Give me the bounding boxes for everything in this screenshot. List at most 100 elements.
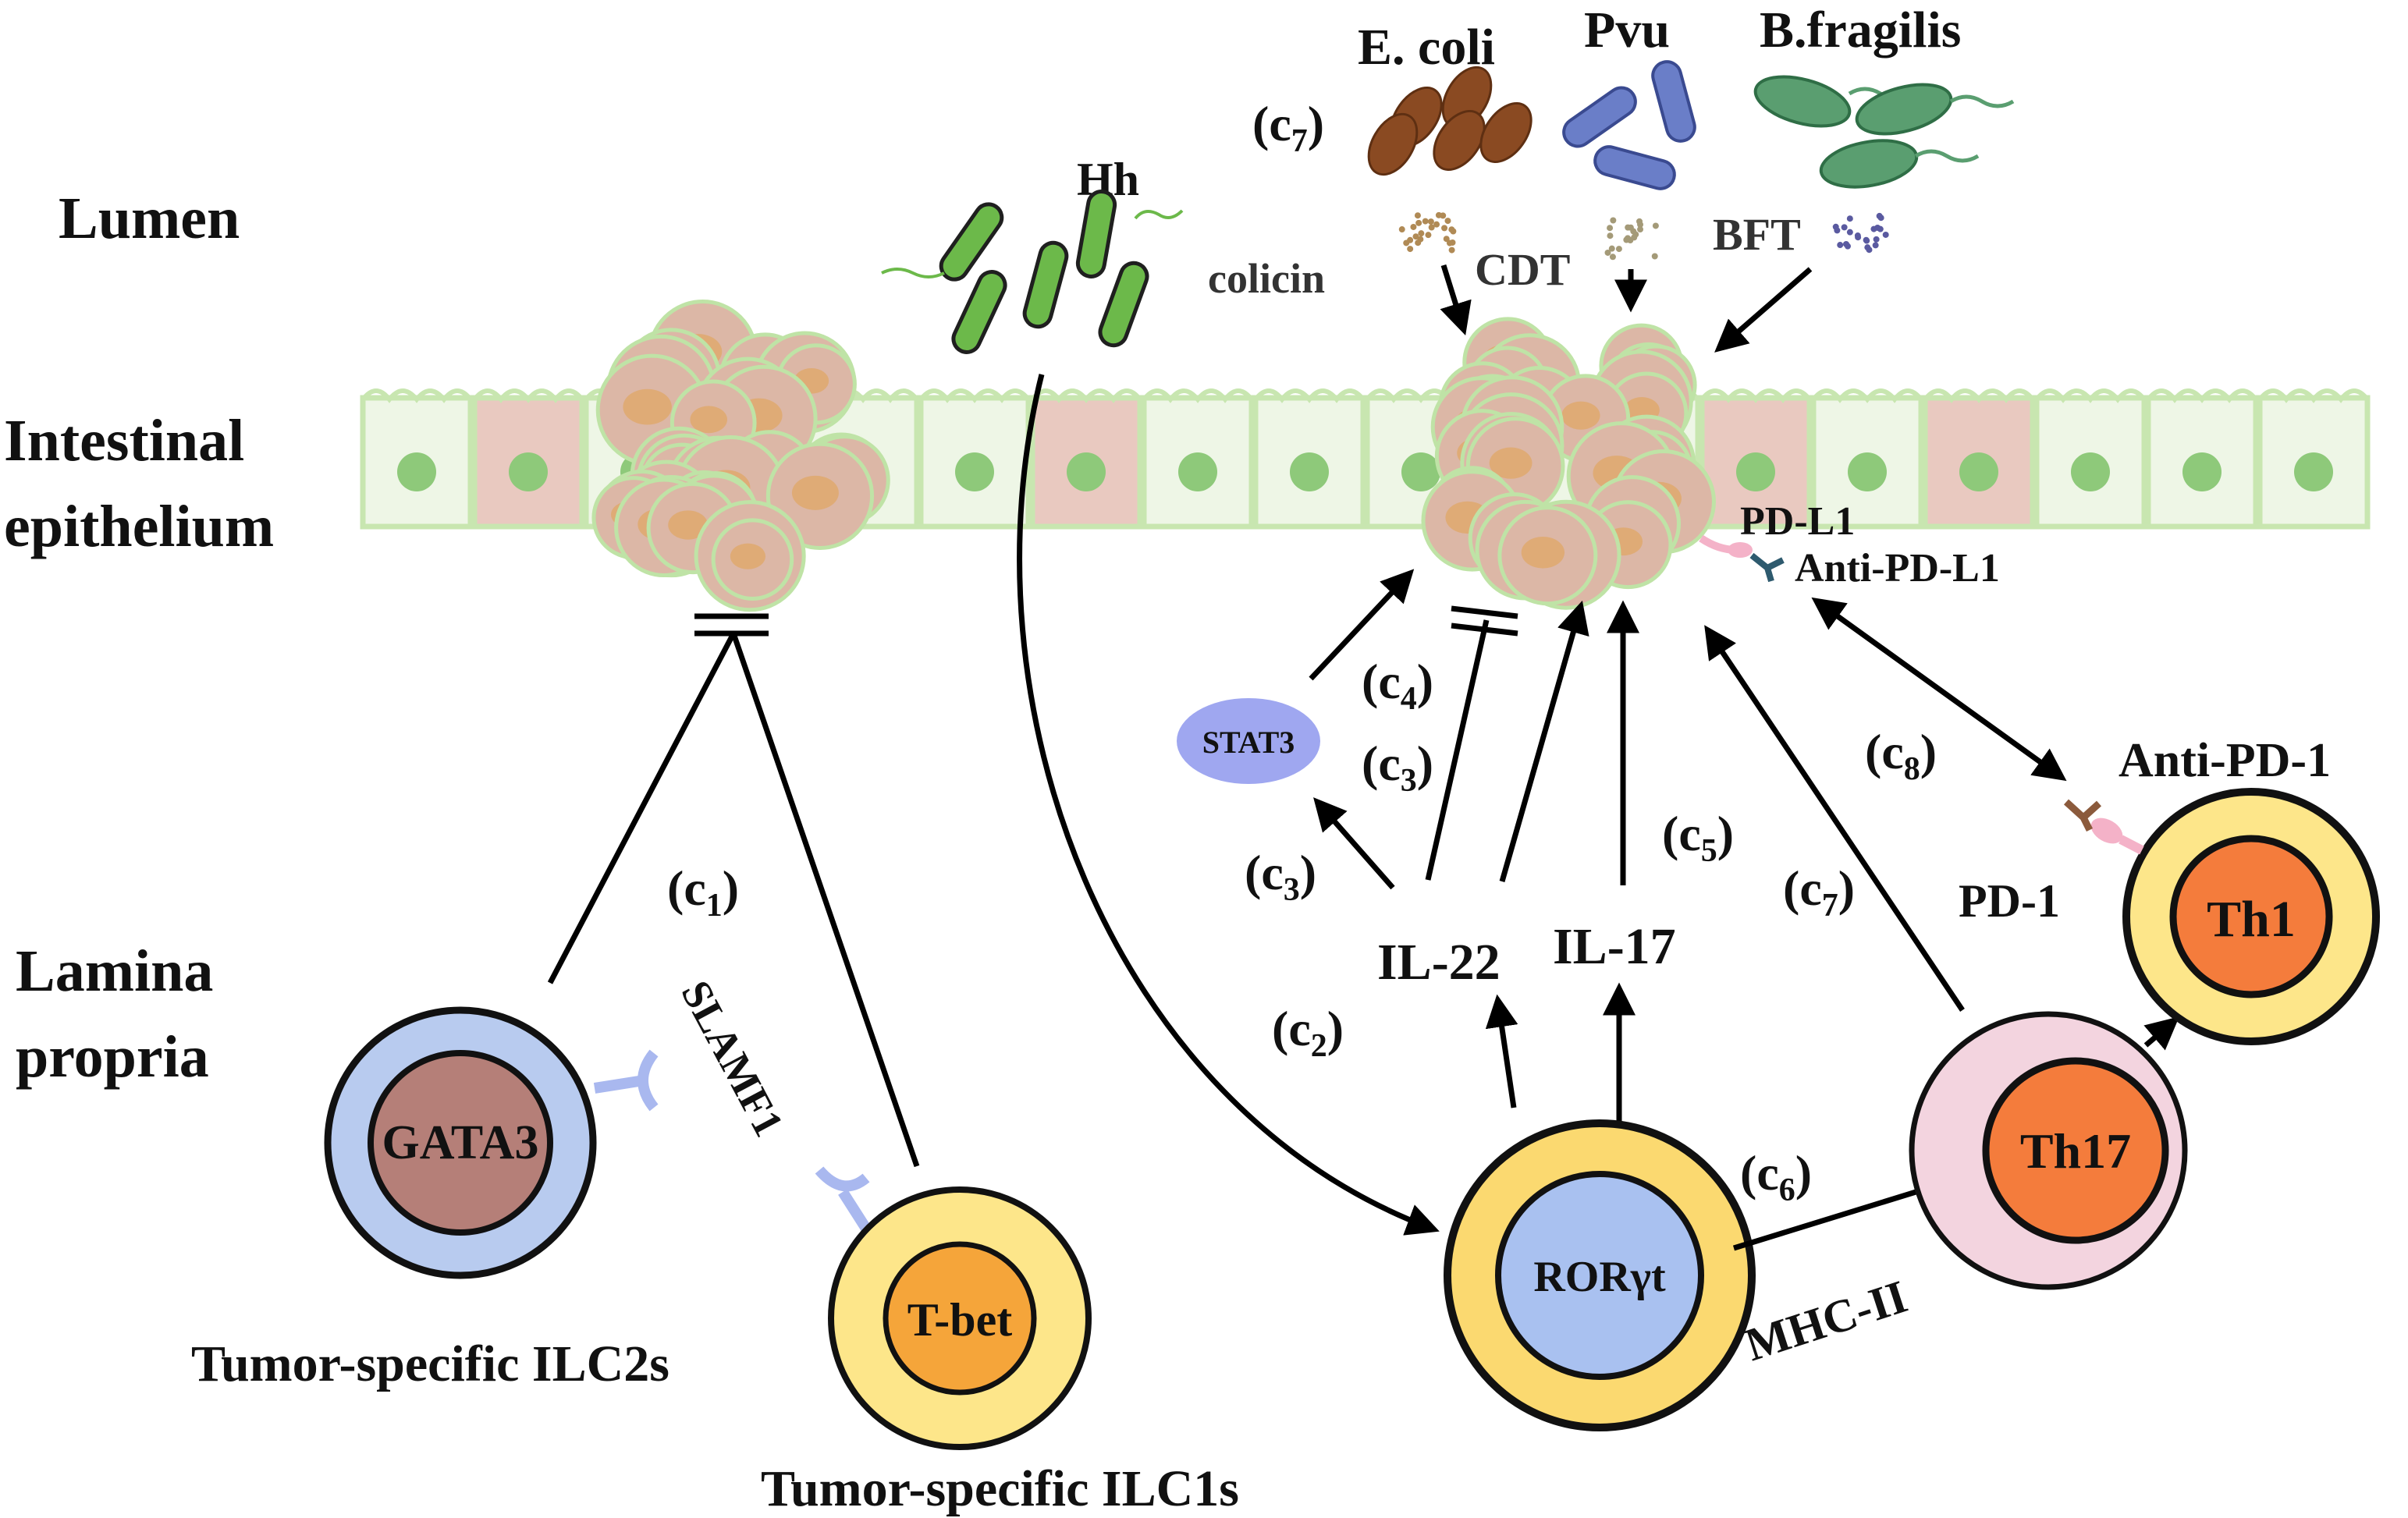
svg-text:(c6): (c6) (1740, 1145, 1812, 1208)
stat3-to-tumor-arrow (1309, 569, 1415, 681)
bfragilis-bacteria-icon (1753, 75, 2015, 189)
pvu-label: Pvu (1584, 2, 1670, 59)
bfragilis-label: B.fragilis (1760, 2, 1962, 59)
il22-inhibition-line (1425, 619, 1490, 881)
slamf1-label: SLAMF1 (672, 973, 792, 1144)
tumor-mass-left (591, 299, 890, 612)
bfragilis-cell-icon (1855, 83, 1953, 136)
ror-to-il22-arrow (1485, 994, 1518, 1108)
epithelial-cell (1252, 388, 1366, 530)
svg-text:(c3): (c3) (1245, 845, 1316, 908)
pdl1-receptor-icon (1699, 534, 1753, 558)
colicin-arrow (1440, 264, 1472, 336)
hh-cell-icon (951, 270, 1007, 354)
epithelial-cell (1029, 388, 1143, 530)
colicin-label: colicin (1208, 255, 1325, 302)
tbet-label: T-bet (907, 1294, 1012, 1346)
cdt-label: CDT (1475, 244, 1570, 295)
tumor-cell (1497, 505, 1598, 606)
c3-upper-annotation: (c3) (1362, 736, 1433, 799)
epithelial-cell (2145, 388, 2259, 530)
epithelial-cell (2033, 388, 2147, 530)
gata3-inhibition-line (547, 632, 737, 984)
mhc2-label: MHC-II (1739, 1271, 1913, 1371)
epithelial-cell (1922, 388, 2036, 530)
tbet-inhibition-line (730, 632, 920, 1168)
stat3-node (1177, 698, 1320, 784)
th1-label: Th1 (2207, 891, 2296, 948)
bft-arrow (1714, 267, 1813, 353)
epithelial-cell (2257, 388, 2371, 530)
bft-label: BFT (1713, 209, 1801, 260)
ror-label: RORγt (1533, 1253, 1666, 1301)
tumor-mass-right (1421, 317, 1716, 610)
c7-lower-annotation: (c7) (1783, 860, 1855, 924)
pd1-receptor-icon (2090, 818, 2144, 855)
il22-to-stat3-arrow (1313, 797, 1395, 890)
ecoli-cell-icon (1367, 112, 1419, 176)
c8-annotation: (c8) (1865, 724, 1937, 787)
bfragilis-cell-icon (1753, 75, 1852, 128)
epithelial-cell (471, 388, 585, 530)
il17-label: IL-17 (1553, 918, 1676, 975)
pd1-label: PD-1 (1959, 875, 2060, 927)
lumen-label: Lumen (59, 186, 240, 251)
svg-text:(c2): (c2) (1272, 1001, 1344, 1064)
svg-text:(c7): (c7) (1252, 96, 1324, 159)
c5-annotation: (c5) (1662, 806, 1734, 869)
epithelial-cell (360, 388, 474, 530)
c1-annotation: (c1) (667, 860, 739, 924)
pdl1-pd1-interaction-arrow (1811, 597, 2067, 782)
il22-label: IL-22 (1377, 934, 1501, 991)
c3-lower-annotation: (c3) (1245, 845, 1316, 908)
hh-to-ror-arrow (1017, 374, 1440, 1236)
pvu-cell-icon (1651, 60, 1696, 143)
th17-to-tumor-arrow (1704, 625, 1965, 1012)
hh-cell-icon (1098, 261, 1149, 348)
c4-annotation: (c4) (1362, 654, 1433, 717)
svg-text:(c3): (c3) (1362, 736, 1433, 799)
pdl1-label: PD-L1 (1740, 499, 1855, 544)
ilc2-cell: GATA3 (324, 1006, 597, 1279)
tumor-cell (711, 518, 794, 601)
ror-ilc3-cell: RORγt (1444, 1119, 1756, 1431)
anti-pdl1-antibody-icon (1749, 552, 1785, 583)
epithelial-cell (1141, 388, 1255, 530)
anti-pd1-antibody-icon (2063, 799, 2102, 832)
slamf1-receptor-right-icon (815, 1166, 871, 1232)
hh-cell-icon (939, 202, 1004, 282)
inhibition-bar-left (694, 613, 769, 637)
svg-text:(c8): (c8) (1865, 724, 1937, 787)
svg-text:(c5): (c5) (1662, 806, 1734, 869)
pvu-cell-icon (1593, 145, 1676, 190)
c2-annotation: (c2) (1272, 1001, 1344, 1064)
epithelium-label-line1: Intestinal (4, 408, 244, 473)
ilc1-cell: T-bet (828, 1186, 1092, 1450)
svg-text:(c7): (c7) (1783, 860, 1855, 924)
hh-cell-icon (1022, 240, 1069, 329)
toxin-particles (1398, 211, 1889, 261)
ecoli-bacteria-icon (1367, 66, 1533, 176)
th17-cell: Th17 (1909, 1011, 2188, 1290)
lamina-label-line2: propria (16, 1024, 209, 1090)
anti-pdl1-label: Anti-PD-L1 (1795, 546, 2000, 591)
il22-to-tumor-arrow (1499, 600, 1589, 882)
ilc2-caption: Tumor-specific ILC2s (191, 1335, 669, 1392)
hh-cell-icon (1075, 190, 1117, 278)
svg-text:(c4): (c4) (1362, 654, 1433, 717)
slamf1-receptor-left-icon (593, 1049, 659, 1112)
lamina-label-line1: Lamina (16, 938, 213, 1004)
c6-annotation: (c6) (1740, 1145, 1812, 1208)
epithelial-cell (918, 388, 1032, 530)
bfragilis-cell-icon (1819, 139, 1919, 189)
ilc1-caption: Tumor-specific ILC1s (761, 1460, 1239, 1517)
c7-top-annotation: (c7) (1252, 96, 1324, 159)
mhc2-connection-line (1732, 1186, 1925, 1251)
th17-to-th1-arrow (2143, 1016, 2179, 1051)
gata3-label: GATA3 (382, 1116, 539, 1169)
ecoli-cell-icon (1479, 102, 1533, 163)
pvu-cell-icon (1562, 86, 1637, 148)
anti-pd1-label: Anti-PD-1 (2119, 734, 2331, 787)
pvu-bacteria-icon (1562, 60, 1696, 190)
